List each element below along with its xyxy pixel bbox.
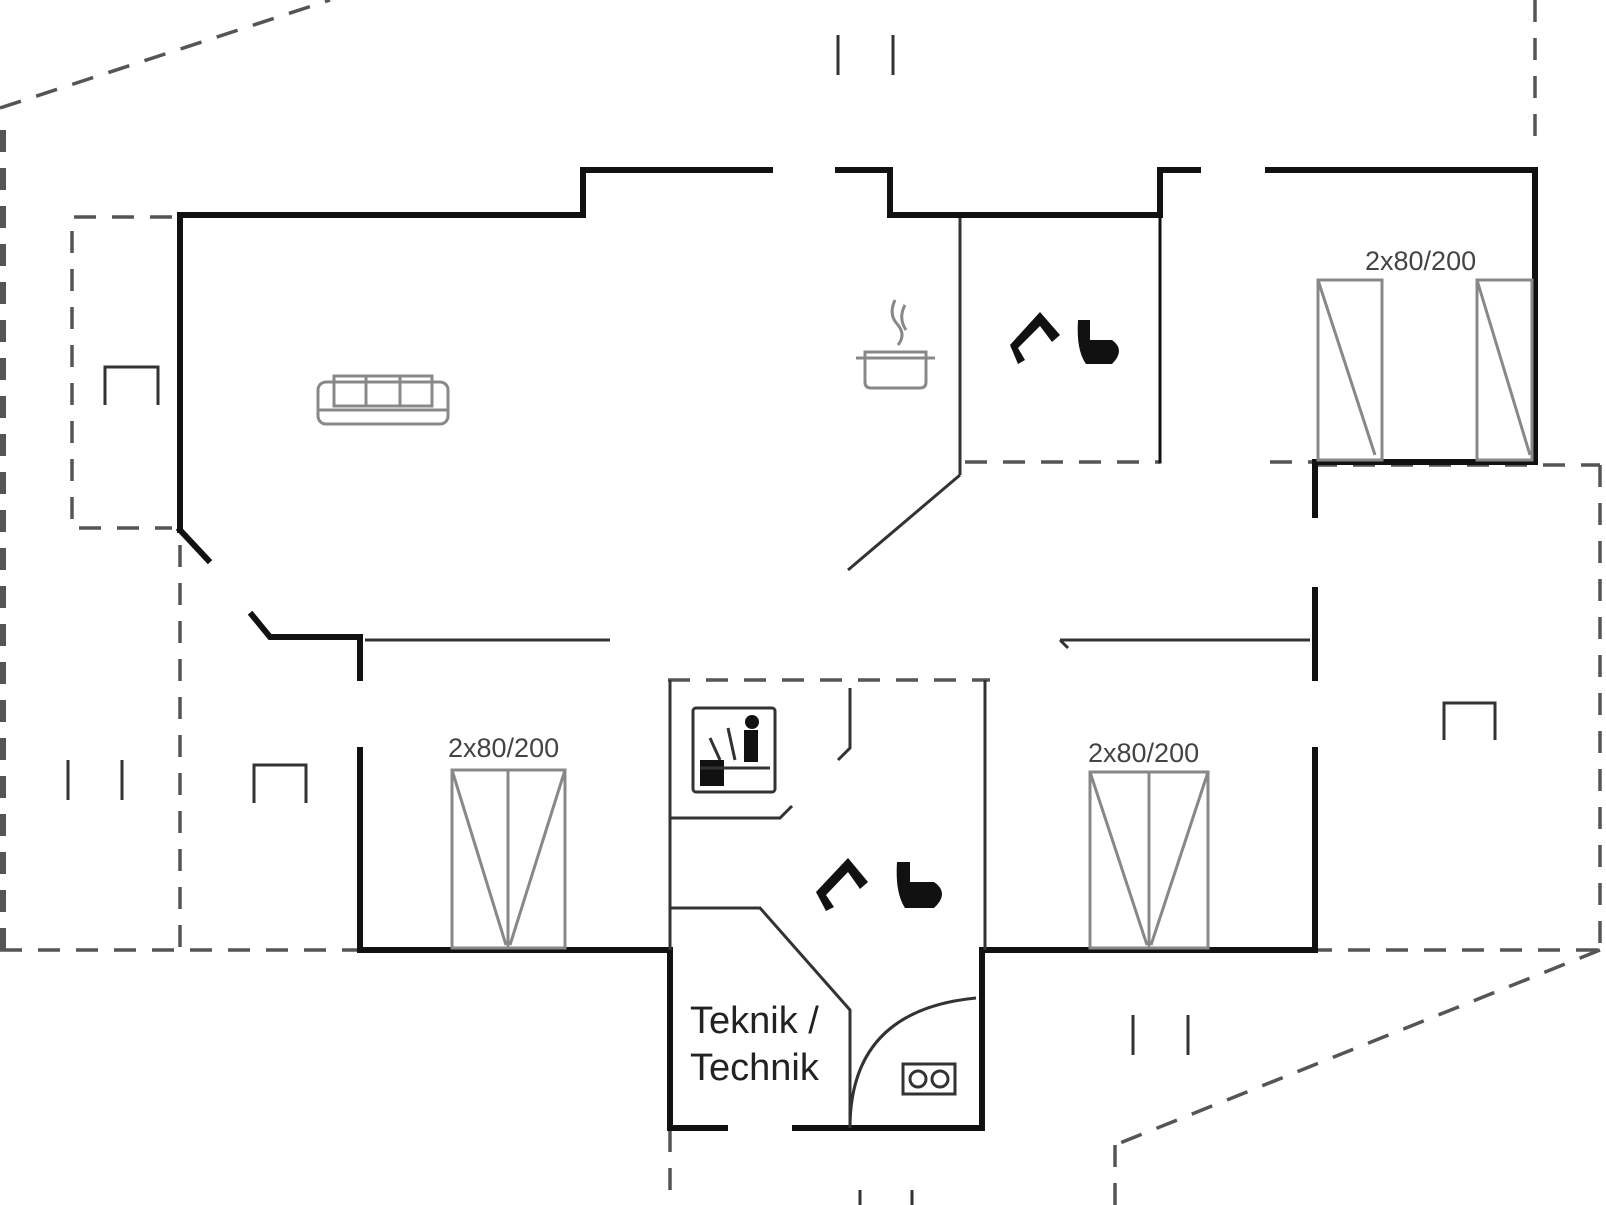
sauna-icon — [691, 706, 777, 794]
washing-machine-icon — [901, 1062, 957, 1096]
bed-bottom-left: 2x80/200 — [448, 733, 567, 950]
toilet-icon — [816, 858, 942, 911]
bed-bottom-right: 2x80/200 — [1088, 738, 1210, 950]
room-label-technik: Teknik / Technik — [690, 1000, 820, 1089]
interior-walls — [365, 216, 1310, 1129]
cooking-pot-icon — [856, 299, 935, 390]
toilet-icon — [1010, 312, 1119, 364]
bed-top-right: 2x80/200 — [1316, 246, 1534, 462]
window-marks — [66, 35, 1190, 1205]
bed-label-bottom-left: 2x80/200 — [448, 733, 559, 763]
room-label-line-2: Technik — [690, 1047, 820, 1089]
step-symbols — [103, 365, 1497, 803]
bed-label-bottom-right: 2x80/200 — [1088, 738, 1199, 768]
room-label-line-1: Teknik / — [690, 1000, 819, 1042]
exterior-walls — [175, 167, 1538, 1131]
bed-label-top-right: 2x80/200 — [1365, 246, 1476, 276]
sofa-icon — [316, 374, 450, 426]
